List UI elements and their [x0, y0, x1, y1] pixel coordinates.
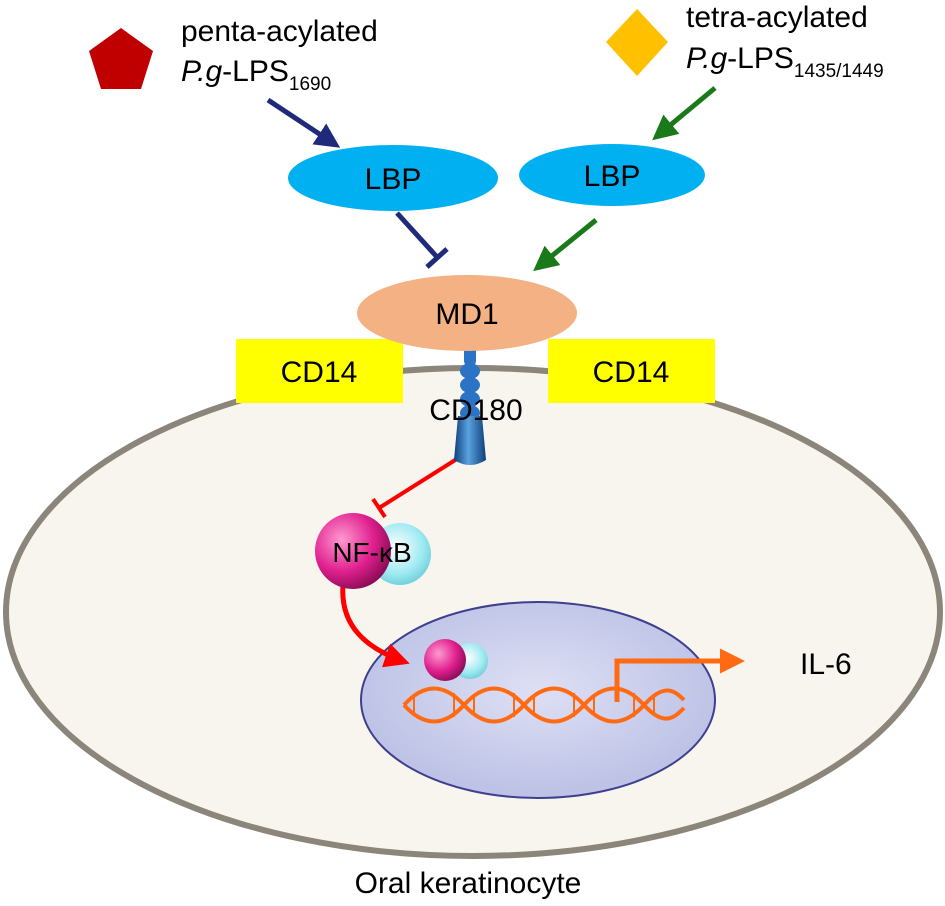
penta-pentagon-icon	[89, 28, 153, 89]
transcription-arrow	[614, 648, 745, 702]
cd180-inhibition-line	[377, 455, 462, 510]
lbp-left-label: LBP	[365, 163, 422, 196]
cell-caption: Oral keratinocyte	[355, 867, 582, 900]
md1-label: MD1	[435, 298, 498, 331]
cd14-left-label: CD14	[281, 356, 358, 389]
tetra-to-lbp-arrow	[652, 86, 717, 141]
lbp-right-ellipse	[519, 144, 705, 206]
nuclear-nfkb	[424, 639, 488, 681]
cd180-inhibition-bar	[371, 497, 387, 519]
nfkb-translocation-arrow	[340, 584, 410, 668]
cd180-label: CD180	[429, 394, 522, 427]
tetra-diamond-icon	[606, 9, 668, 76]
cd14-right-label: CD14	[593, 356, 670, 389]
nfkb-complex	[315, 513, 431, 589]
dna-helix	[402, 686, 686, 724]
cd14-left-box	[236, 339, 403, 403]
penta-label-line2: P.g-LPS1690	[181, 55, 331, 95]
md1-ellipse	[357, 275, 577, 351]
lbp-to-md1-arrow	[533, 218, 598, 272]
penta-label-line1: penta-acylated	[181, 15, 378, 48]
lbp-to-md1-inhibition-bar	[425, 247, 449, 269]
lbp-to-md1-inhibition-line	[395, 211, 439, 259]
cd14-right-box	[548, 339, 715, 403]
tetra-label-line2: P.g-LPS1435/1449	[686, 42, 884, 82]
penta-to-lbp-arrow	[266, 97, 341, 148]
cd180-receptor	[454, 338, 486, 465]
lbp-left-ellipse	[288, 145, 498, 211]
nfkb-label: NF-κB	[332, 537, 411, 568]
lbp-right-label: LBP	[584, 160, 641, 193]
il6-label: IL-6	[800, 648, 852, 681]
tetra-label-line1: tetra-acylated	[686, 1, 868, 34]
